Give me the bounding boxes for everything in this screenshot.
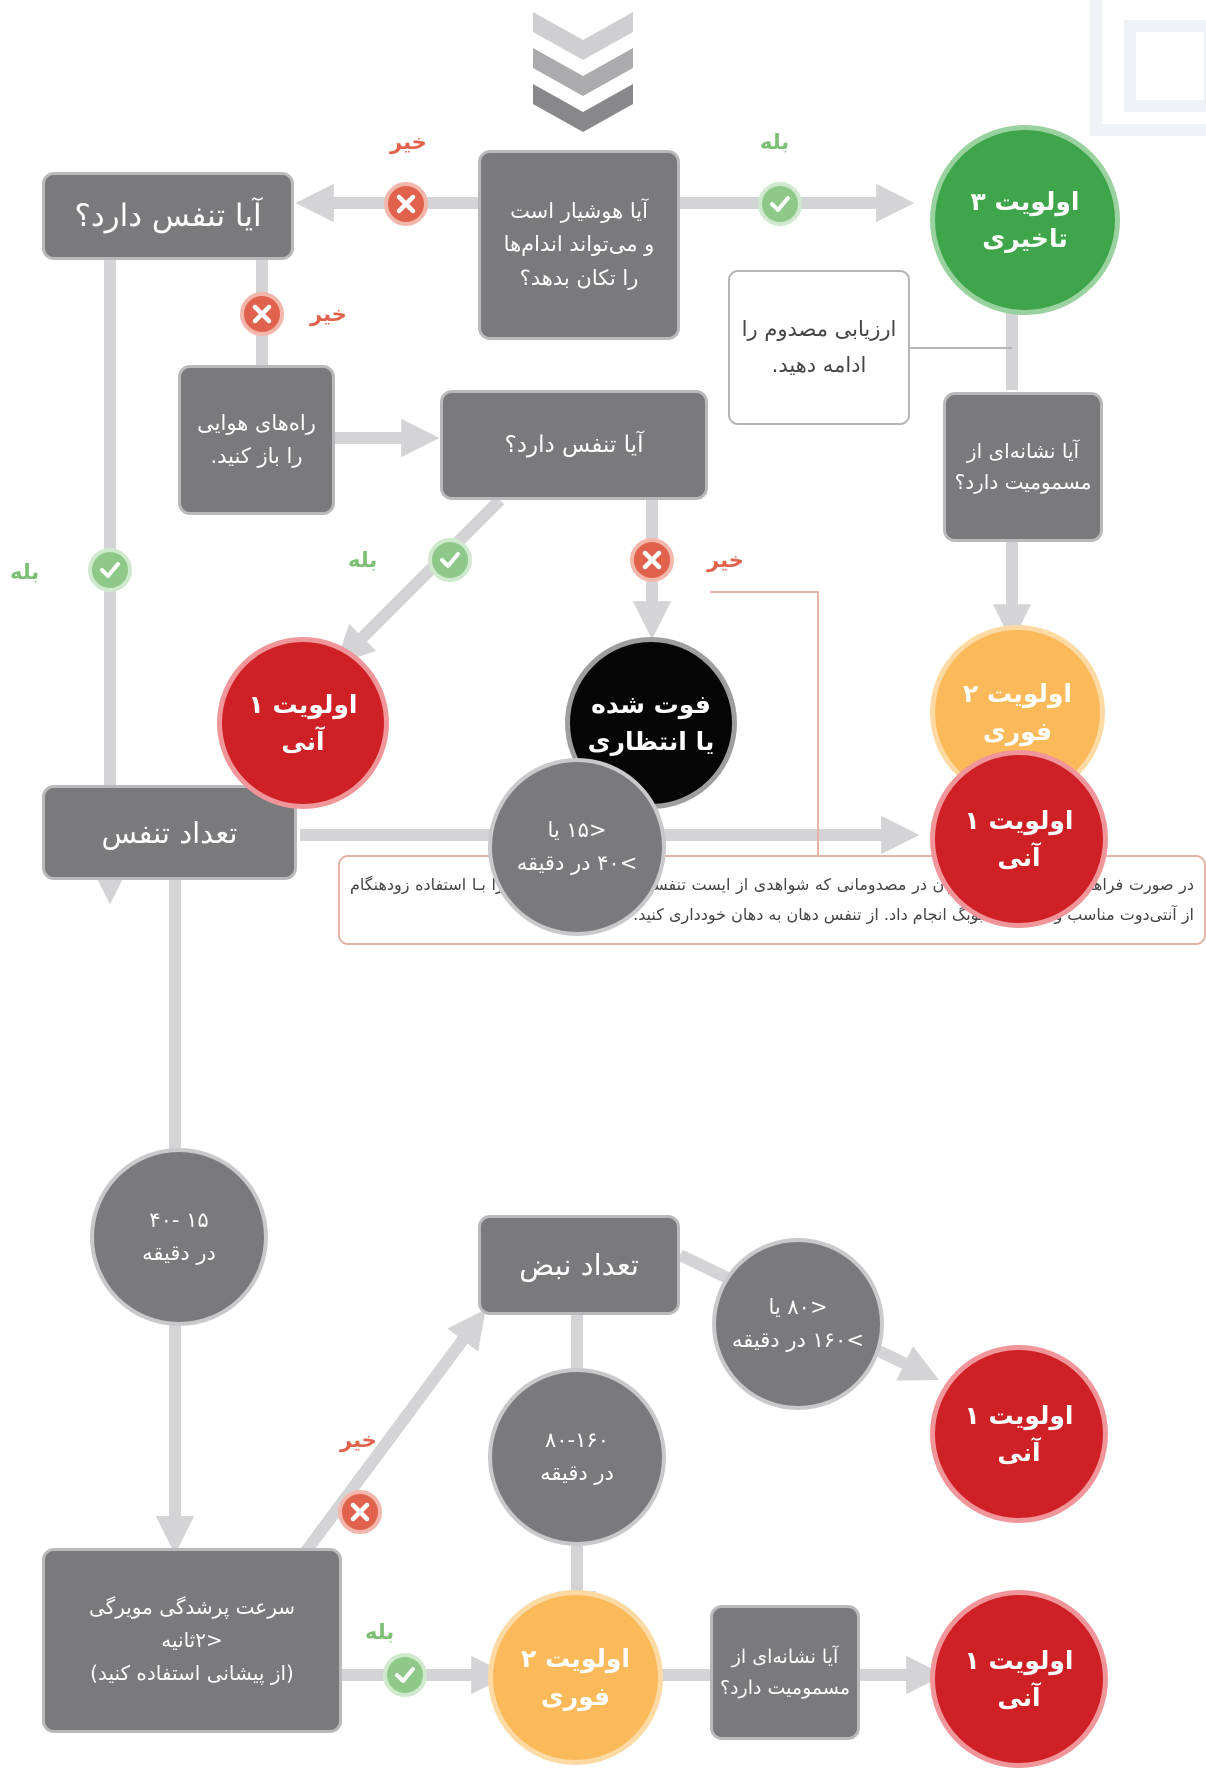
capillary-refill-box: سرعت پرشدگی مویرگی <۲ثانیه (از پیشانی اس… bbox=[42, 1548, 342, 1733]
pulse-abnormal: <۸۰ یا >۱۶۰ در دقیقه bbox=[712, 1238, 884, 1410]
no-icon bbox=[338, 1490, 382, 1534]
pulse-rate-box: تعداد نبض bbox=[478, 1215, 680, 1315]
priority-1-immediate-d: اولویت ۱ آنی bbox=[930, 1590, 1108, 1768]
continue-assessment-note: ارزیابی مصدوم را ادامه دهید. bbox=[728, 270, 910, 425]
yes-label: بله bbox=[365, 1620, 395, 1644]
respiration-normal: ۱۵ -۴۰ در دقیقه bbox=[90, 1148, 268, 1326]
priority-1-immediate-a: اولویت ۱ آنی bbox=[217, 637, 389, 809]
breathing-question-box-2: آیا تنفس دارد؟ bbox=[440, 390, 708, 500]
no-icon bbox=[630, 538, 674, 582]
corner-decoration bbox=[1090, 0, 1206, 136]
priority-3-delayed: اولویت ۳ تاخیری bbox=[930, 125, 1120, 315]
yes-label: بله bbox=[348, 548, 378, 572]
open-airway-box: راه‌های هوایی را باز کنید. bbox=[178, 365, 335, 515]
pulse-normal: ۸۰-۱۶۰ در دقیقه bbox=[488, 1368, 666, 1546]
respiration-rate-box: تعداد تنفس bbox=[42, 785, 297, 880]
yes-icon bbox=[383, 1653, 427, 1697]
no-label: خیر bbox=[340, 1428, 377, 1452]
yes-label: بله bbox=[10, 560, 40, 584]
cpr-note-connector bbox=[710, 591, 819, 855]
no-icon bbox=[240, 292, 284, 336]
yes-icon bbox=[758, 182, 802, 226]
priority-1-immediate-b: اولویت ۱ آنی bbox=[930, 750, 1108, 928]
yes-icon bbox=[428, 538, 472, 582]
no-label: خیر bbox=[390, 130, 427, 154]
poison-question-box-1: آیا نشانه‌ای از مسمومیت دارد؟ bbox=[943, 392, 1103, 542]
no-icon bbox=[384, 182, 428, 226]
priority-1-immediate-c: اولویت ۱ آنی bbox=[930, 1345, 1108, 1523]
respiration-abnormal: <۱۵ یا >۴۰ در دقیقه bbox=[488, 758, 666, 936]
priority-2-urgent-b: اولویت ۲ فوری bbox=[488, 1590, 663, 1765]
down-chevrons-icon bbox=[533, 12, 633, 132]
breathing-question-box: آیا تنفس دارد؟ bbox=[42, 172, 294, 260]
alert-question-box: آیا هوشیار است و می‌تواند اندام‌ها را تک… bbox=[478, 150, 680, 340]
poison-question-box-2: آیا نشانه‌ای از مسمومیت دارد؟ bbox=[710, 1605, 860, 1740]
no-label: خیر bbox=[310, 302, 347, 326]
yes-icon bbox=[88, 548, 132, 592]
no-label: خیر bbox=[707, 548, 744, 572]
yes-label: بله bbox=[760, 130, 790, 154]
